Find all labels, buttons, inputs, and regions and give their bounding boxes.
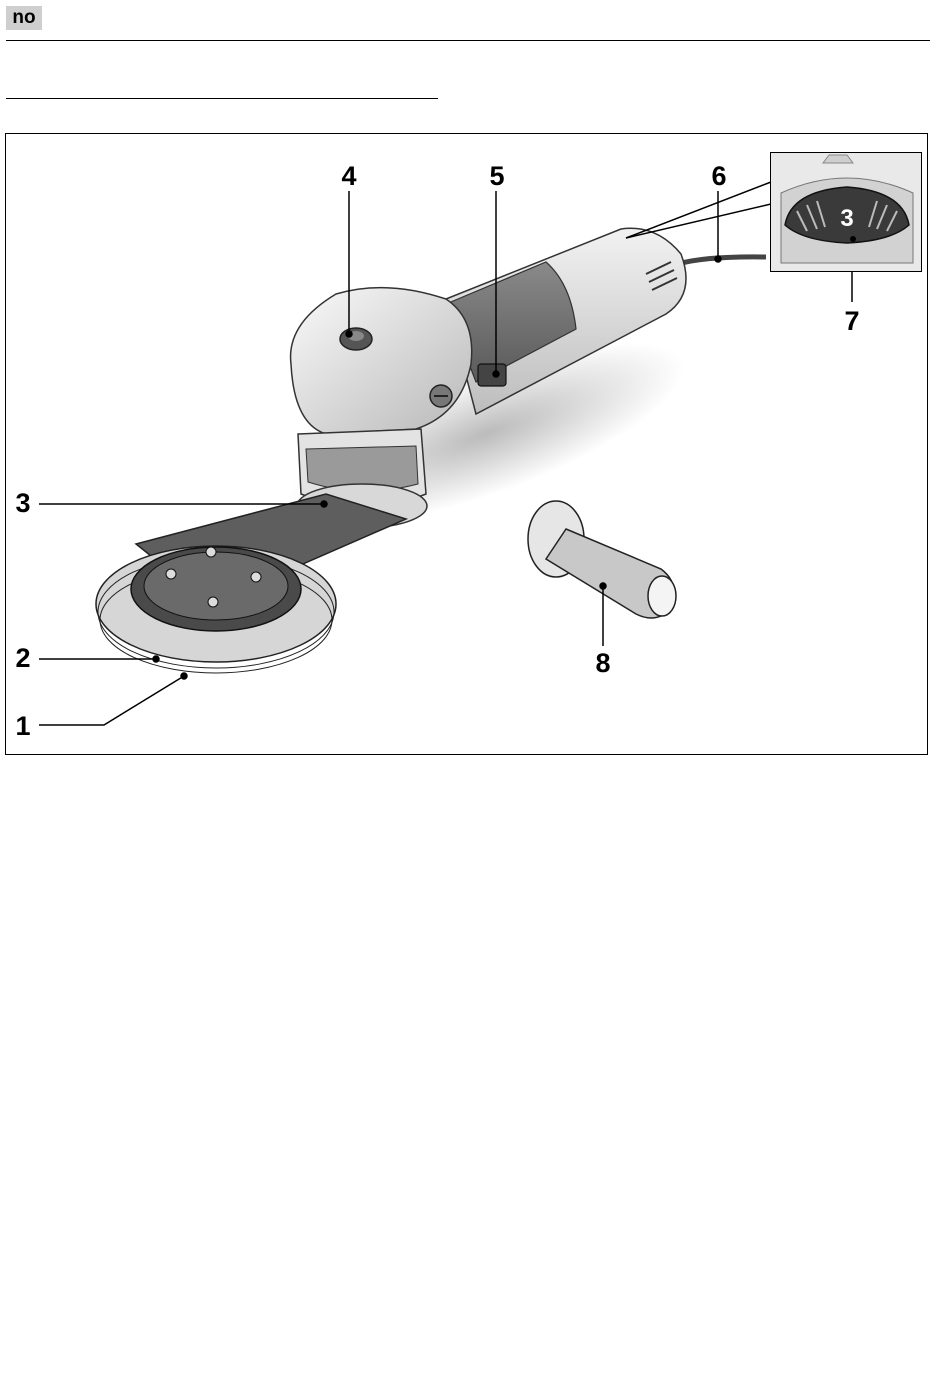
callout-5: 5: [489, 162, 504, 190]
power-cable: [678, 257, 766, 264]
on-off-switch: [478, 364, 506, 386]
language-tag: no: [6, 6, 42, 30]
section-rule: [6, 98, 438, 99]
dial-setting-label: 3: [835, 205, 859, 233]
callout-4: 4: [341, 162, 356, 190]
callout-7: 7: [844, 307, 859, 335]
gear-head: [291, 288, 472, 434]
header-rule: [6, 40, 930, 41]
speed-dial-detail: 3: [770, 152, 922, 272]
callout-8: 8: [595, 649, 610, 677]
callout-1: 1: [15, 712, 30, 740]
callout-6: 6: [711, 162, 726, 190]
callout-2: 2: [15, 644, 30, 672]
callout-3: 3: [15, 489, 30, 517]
product-figure: 3 3 2 1 4 5 6 7 8: [5, 133, 928, 755]
